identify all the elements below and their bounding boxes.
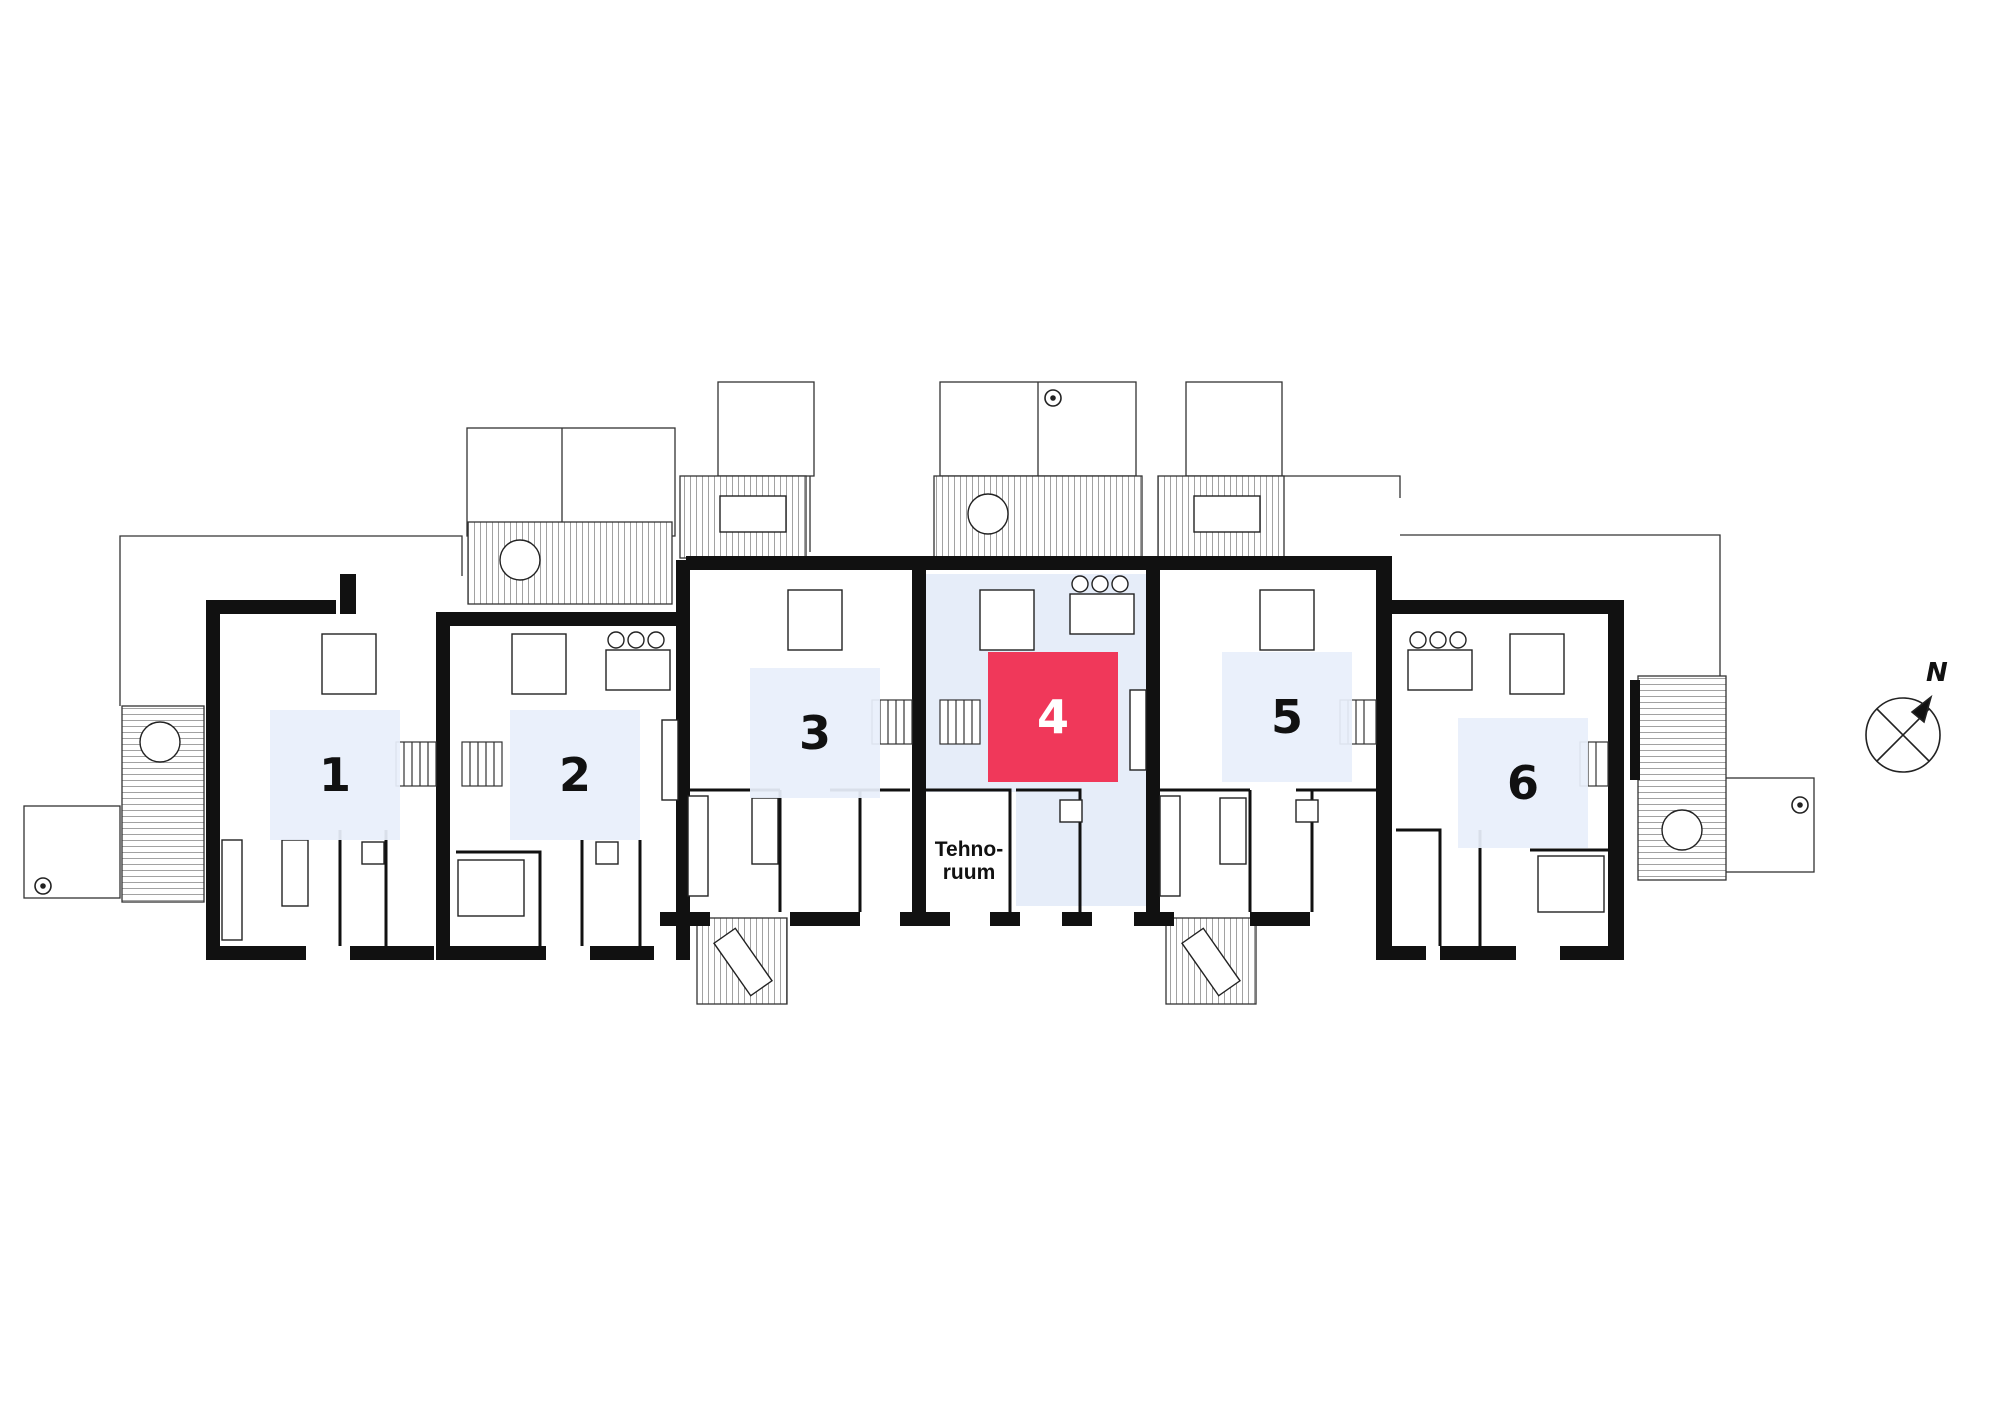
unit-2-label[interactable]: 2 <box>510 710 640 840</box>
furniture <box>139 493 1703 997</box>
unit-1-label[interactable]: 1 <box>270 710 400 840</box>
compass-icon <box>1865 694 1941 773</box>
site-markers <box>34 389 1809 895</box>
compass-north-label: N <box>1926 658 1948 688</box>
exterior-walls <box>206 556 1640 960</box>
technical-room-label: Tehno- ruum <box>934 838 1004 884</box>
interior-partitions <box>338 788 1608 946</box>
yard-outlines <box>23 381 1815 899</box>
unit-6-label[interactable]: 6 <box>1458 718 1588 848</box>
unit-4-label[interactable]: 4 <box>988 652 1118 782</box>
unit-5-label[interactable]: 5 <box>1222 652 1352 782</box>
unit-3-label[interactable]: 3 <box>750 668 880 798</box>
